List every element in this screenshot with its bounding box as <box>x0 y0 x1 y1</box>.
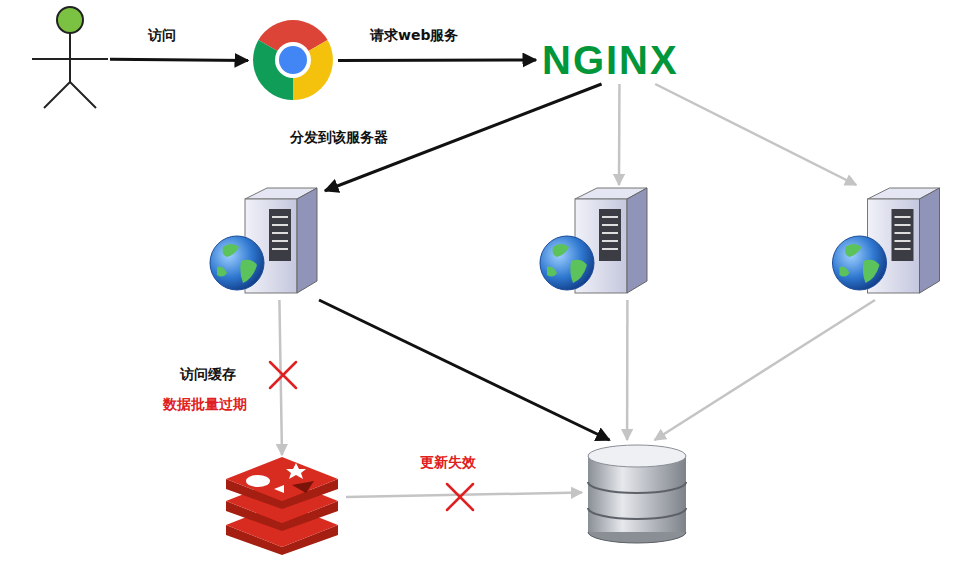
connector-arrow <box>338 59 536 63</box>
connector-arrow <box>110 59 248 60</box>
edge-label: 更新失效 <box>418 453 478 472</box>
connector-arrow <box>655 300 875 440</box>
edge-label: 访问 <box>146 26 178 45</box>
edge-label: 访问缓存 <box>178 365 238 384</box>
red-cross <box>447 484 473 510</box>
redis-icon <box>218 455 346 555</box>
server-icon <box>205 185 325 300</box>
database-icon <box>582 440 692 545</box>
nginx-logo: NGINX <box>536 36 685 84</box>
note-text: 数据批量过期 <box>161 395 249 414</box>
server-icon-art <box>825 185 950 300</box>
edge-label: 请求web服务 <box>368 26 460 45</box>
database-icon-art <box>582 440 692 545</box>
browser-icon <box>248 18 338 103</box>
connector-arrow <box>626 300 629 440</box>
server-icon-art <box>535 185 655 300</box>
redis-icon-art <box>218 455 346 555</box>
connector-arrow <box>655 84 856 185</box>
user-figure-art <box>30 2 110 112</box>
user-figure <box>30 2 110 112</box>
red-cross <box>270 362 296 388</box>
edge-label: 分发到该服务器 <box>288 128 390 147</box>
server-icon <box>535 185 655 300</box>
connector-arrow <box>319 300 610 440</box>
server-icon <box>825 185 950 300</box>
server-icon-art <box>205 185 325 300</box>
connector-arrow <box>618 84 621 185</box>
logo-text: NGINX <box>536 36 685 84</box>
browser-icon-art <box>248 18 338 103</box>
